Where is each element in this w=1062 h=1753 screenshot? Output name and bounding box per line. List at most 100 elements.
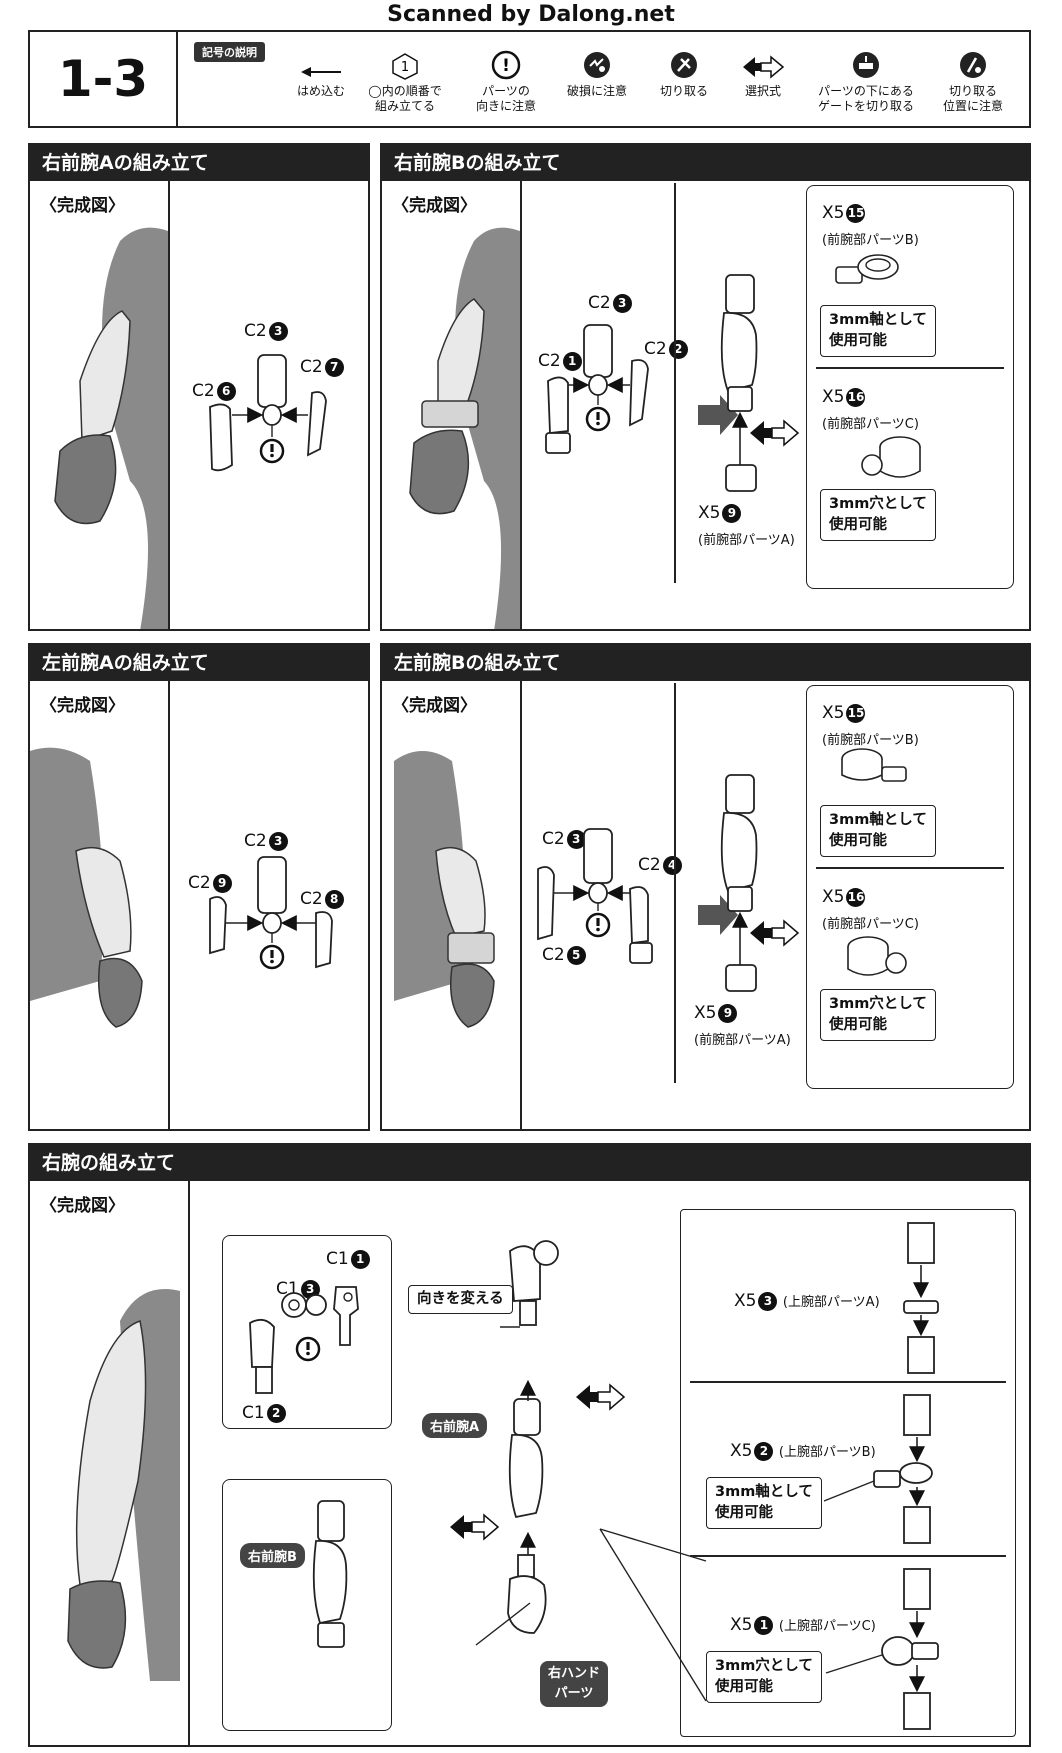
panel-title: 左前腕Aの組み立て <box>30 645 368 681</box>
shaft-note: 3mm軸として使用可能 <box>820 805 936 857</box>
shoulder-joint-exploded-diagram <box>249 1286 359 1394</box>
forearm-part-b-drawing <box>835 254 899 284</box>
option-box <box>806 185 1014 589</box>
hole-note: 3mm穴として使用可能 <box>820 489 936 541</box>
completed-arm-figure <box>67 1289 180 1681</box>
legend-cut: 切り取る <box>650 46 718 99</box>
select-arrows-icon <box>743 55 785 79</box>
legend-insert: はめ込む <box>286 46 356 99</box>
shoulder-joint-box <box>222 1235 392 1429</box>
select-arrows-icon <box>749 920 799 946</box>
tag-right-forearm-a: 右前腕A <box>422 1413 488 1438</box>
part-x5-16-name: (前腕部パーツC) <box>822 917 919 932</box>
right-hand-part-drawing <box>507 1554 547 1634</box>
left-forearm-b-exploded-diagram <box>537 828 653 964</box>
select-arrows-icon <box>449 1514 499 1540</box>
legend-order: 1 ◯内の順番で 組み立てる <box>358 46 452 114</box>
turn-direction-note: 向きを変える <box>408 1285 513 1314</box>
part-x5-15-name: (前腕部パーツB) <box>822 733 919 748</box>
completed-arm-figure <box>409 227 520 629</box>
legend-gate-cut: パーツの下にある ゲートを切り取る <box>808 46 924 114</box>
part-x5-9-name: (前腕部パーツA) <box>698 533 795 548</box>
legend-select: 選択式 <box>730 46 796 99</box>
hole-note: 3mm穴として使用可能 <box>706 1651 822 1703</box>
completed-arm-figure <box>394 751 495 1028</box>
forearm-part-c-drawing <box>847 936 907 976</box>
assembled-forearm-a <box>508 1398 544 1519</box>
forearm-a-exploded-diagram <box>209 354 327 472</box>
select-arrows-icon <box>749 420 799 446</box>
tag-right-forearm-b: 右前腕B <box>240 1543 305 1568</box>
step-number: 1-3 <box>30 32 178 126</box>
shaft-note: 3mm軸として使用可能 <box>706 1477 822 1529</box>
assembly-arrows <box>520 1379 536 1555</box>
legend-cut-position: 切り取る 位置に注意 <box>930 46 1016 114</box>
part-x5-16-name: (前腕部パーツC) <box>822 417 919 432</box>
forearm-b-exploded-diagram <box>545 324 649 454</box>
panel-title: 右腕の組み立て <box>30 1145 1029 1181</box>
svg-text:!: ! <box>502 56 510 76</box>
arrow-left-icon <box>301 67 341 77</box>
part-x5-15-name: (前腕部パーツB) <box>822 233 919 248</box>
completed-view-label: 〈完成図〉 <box>392 196 477 216</box>
gate-cut-icon <box>853 52 879 78</box>
assembled-left-forearm-b <box>720 774 758 992</box>
panel-title: 右前腕Aの組み立て <box>30 145 368 181</box>
completed-view-label: 〈完成図〉 <box>40 196 125 216</box>
tag-right-hand-part: 右ハンドパーツ <box>540 1661 609 1707</box>
completed-view-label: 〈完成図〉 <box>40 696 125 716</box>
right-forearm-b-box <box>222 1479 392 1731</box>
completed-arm-figure <box>54 227 168 629</box>
completed-arm-figure <box>30 747 143 1028</box>
upper-arm-part-a-diagram <box>903 1222 939 1374</box>
forearm-part-c-drawing <box>861 436 921 478</box>
upper-arm-part-b-diagram <box>823 1394 933 1544</box>
completed-view-label: 〈完成図〉 <box>392 696 477 716</box>
panel-title: 右前腕Bの組み立て <box>382 145 1029 181</box>
numbered-order-icon: 1 <box>392 53 418 80</box>
legend-label: 記号の説明 <box>194 42 265 62</box>
left-forearm-a-exploded-diagram <box>209 856 333 970</box>
hole-note: 3mm穴として使用可能 <box>820 989 936 1041</box>
exclamation-icon: ! <box>491 50 521 80</box>
leader-lines <box>475 1326 707 1702</box>
shaft-note: 3mm軸として使用可能 <box>820 305 936 357</box>
assembled-forearm-b <box>720 274 758 492</box>
forearm-part-b-drawing <box>841 748 907 782</box>
legend-orientation: ! パーツの 向きに注意 <box>464 46 548 114</box>
svg-text:1: 1 <box>401 60 409 75</box>
part-x5-9-name: (前腕部パーツA) <box>694 1033 791 1048</box>
shoulder-part-drawing <box>509 1240 559 1326</box>
cut-position-icon <box>960 52 986 78</box>
symbol-legend: 1-3 記号の説明 はめ込む 1 ◯内の順番で 組み立てる ! パーツの 向きに… <box>28 30 1031 128</box>
option-box <box>806 685 1014 1089</box>
assembled-forearm-b-small <box>312 1500 348 1648</box>
completed-view-label: 〈完成図〉 <box>40 1196 125 1216</box>
